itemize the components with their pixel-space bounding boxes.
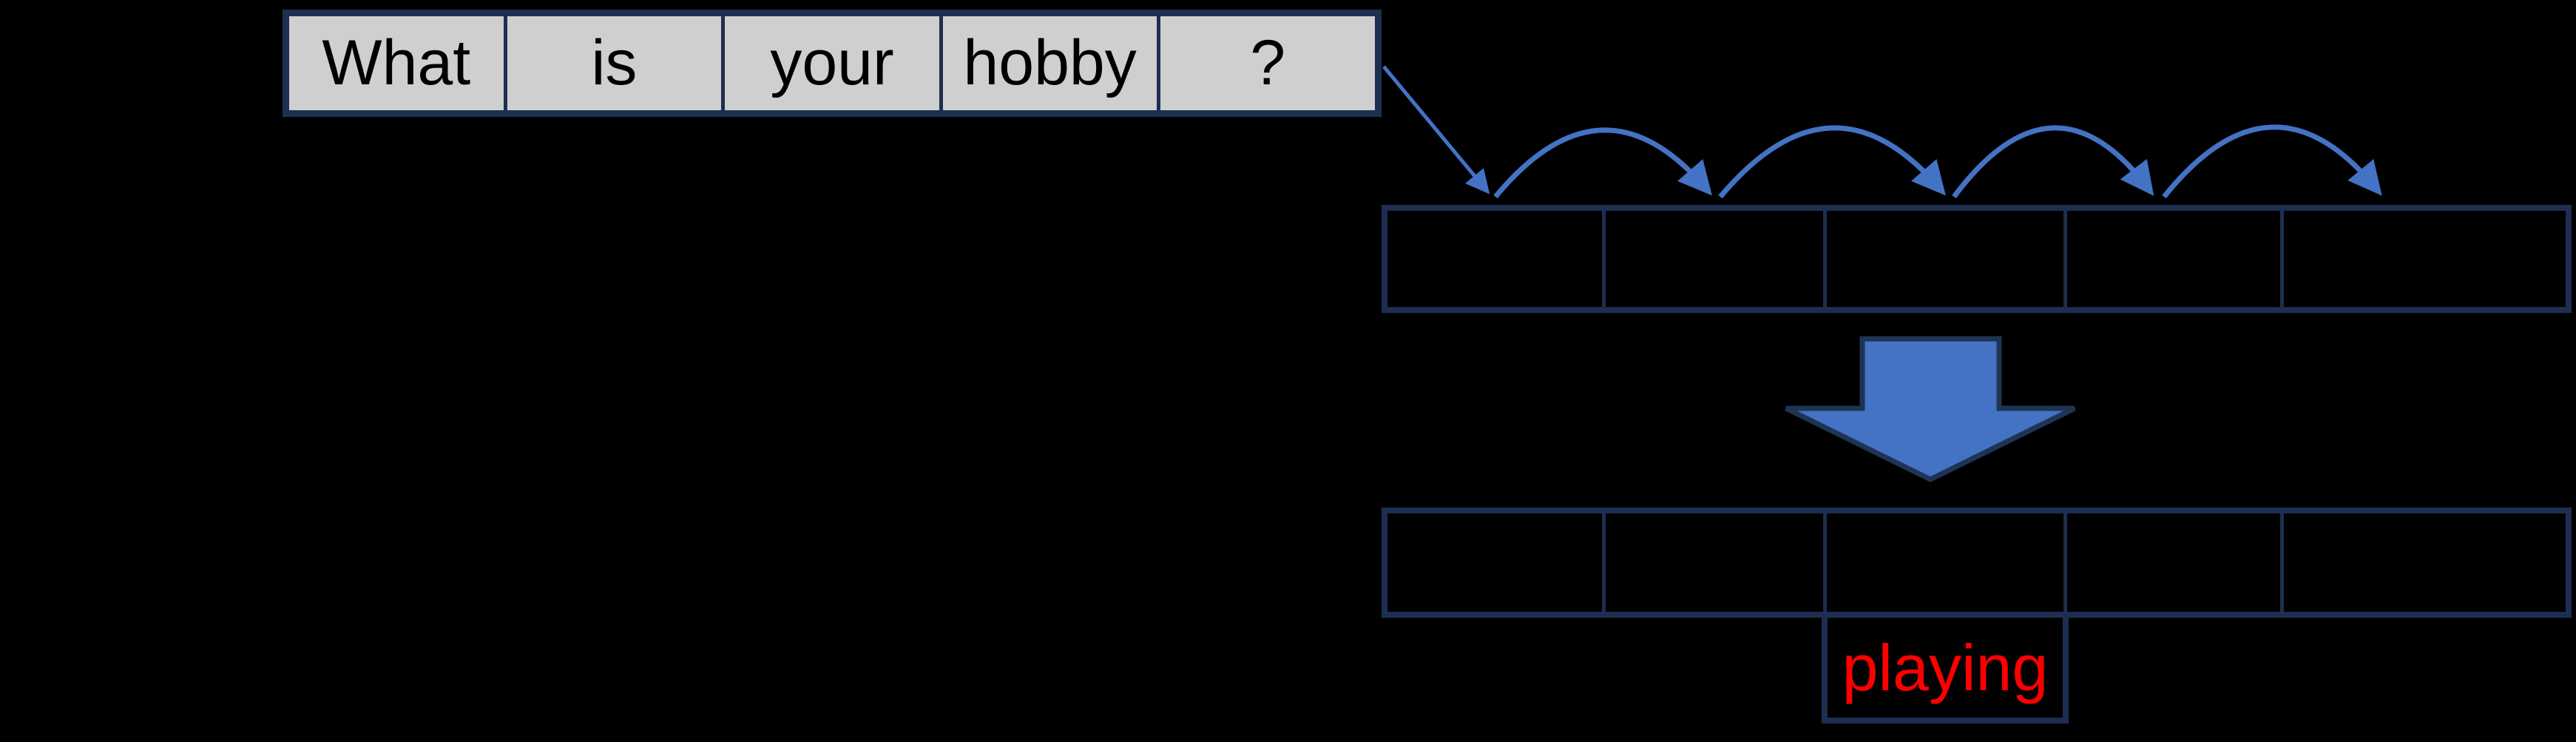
sentence-table: What is your hobby ? — [283, 10, 1382, 117]
hop-arc-icon — [1493, 127, 1712, 199]
output-token-cell — [1602, 513, 1822, 612]
input-token-cell — [1602, 211, 1822, 307]
input-token-cell — [2063, 211, 2279, 307]
sentence-to-row-arrow-icon — [1382, 65, 1490, 195]
output-token-cell — [1387, 513, 1602, 612]
sentence-word-cell: ? — [1157, 16, 1375, 110]
input-token-row — [1382, 205, 2572, 313]
input-token-cell — [1822, 211, 2064, 307]
output-token-row — [1382, 507, 2572, 618]
hop-arc-icon — [1952, 125, 2154, 199]
output-token-cell — [1822, 513, 2064, 612]
sentence-word-cell: What — [322, 27, 471, 98]
sentence-word-cell: hobby — [939, 16, 1157, 110]
input-token-cell — [1387, 211, 1602, 307]
output-token-cell — [2279, 513, 2566, 612]
big-down-arrow-icon — [1785, 336, 2076, 482]
predicted-word-box: playing — [1822, 618, 2069, 724]
output-token-cell — [2063, 513, 2279, 612]
hop-arc-icon — [1718, 125, 1946, 199]
sentence-word-cell: is — [503, 16, 722, 110]
input-token-cell — [2279, 211, 2566, 307]
hop-arc-icon — [2162, 124, 2382, 199]
sentence-word-cell: your — [721, 16, 939, 110]
